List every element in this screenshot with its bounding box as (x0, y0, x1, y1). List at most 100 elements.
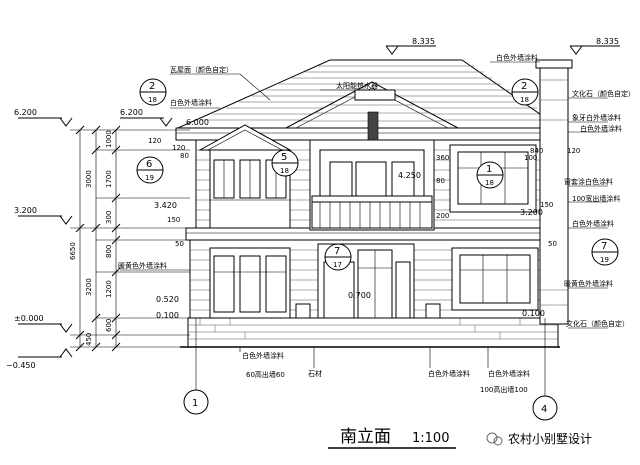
svg-text:6: 6 (146, 159, 152, 170)
axis-1-label: 1 (192, 398, 198, 409)
level-markers-left (18, 117, 173, 358)
left-dim-ticks (75, 125, 121, 352)
callout-2-right: 2 18 (511, 78, 539, 106)
level-0520: 0.520 (156, 295, 179, 304)
note-culture-stone-bottom: 文化石（颜色自定） (566, 319, 629, 328)
drawing-scale: 1:100 (412, 431, 449, 446)
svg-text:19: 19 (145, 174, 154, 182)
dim-80: 80 (436, 177, 445, 185)
chimney-stones (540, 79, 568, 306)
axis-4-label: 4 (541, 404, 547, 415)
stone-plinth (187, 317, 559, 348)
left-gable (198, 124, 292, 151)
vent-pipe (367, 111, 379, 141)
svg-text:17: 17 (333, 261, 342, 269)
callout-7-center: 7 17 (324, 243, 352, 271)
callout-6: 6 19 (136, 156, 164, 184)
svg-text:18: 18 (148, 96, 157, 104)
level-0-left: ±0.000 (14, 314, 44, 323)
callout-1: 1 18 (476, 161, 504, 189)
level-0100-right: 0.100 (522, 309, 545, 318)
level-3420: 3.420 (154, 201, 177, 210)
level-3200-left: 3.200 (14, 206, 37, 215)
dim-360: 360 (436, 154, 449, 162)
ridge-marker-right (569, 45, 620, 55)
left-dimension-lines (70, 129, 190, 348)
dim-600: 600 (105, 319, 113, 332)
svg-text:5: 5 (281, 152, 287, 163)
callout-7-right: 7 19 (591, 238, 619, 266)
level-4250: 4.250 (398, 171, 421, 180)
note-band-100: 100宽出墙涂料 (572, 194, 620, 203)
svg-text:2: 2 (521, 81, 527, 92)
note-white-right-2: 白色外墙涂料 (580, 124, 622, 133)
note-white-right-top: 白色外墙涂料 (496, 53, 538, 62)
dim-100: 100 (524, 154, 537, 162)
level-3200-right: 3.200 (520, 208, 543, 217)
note-white-right-3: 白色外墙涂料 (572, 219, 614, 228)
dim-1700: 1700 (105, 170, 113, 188)
dim-3000: 3000 (85, 170, 93, 188)
note-yellow-right: 暖黄色外墙涂料 (564, 279, 613, 288)
callout-2-left: 2 18 (139, 78, 167, 106)
balusters (319, 202, 421, 228)
axis-bubble-1 (183, 389, 209, 415)
right-lower-window (451, 247, 539, 311)
note-solar: 太阳能热水器 (336, 81, 378, 90)
dim-6650: 6650 (69, 242, 77, 260)
plinth-stone-pattern (188, 318, 558, 340)
dim-150: 150 (167, 216, 180, 224)
solar-heater (354, 89, 396, 101)
dim-50b: 50 (548, 240, 557, 248)
note-yellow-left: 暖黄色外墙涂料 (118, 261, 167, 270)
svg-text:2: 2 (149, 81, 155, 92)
note-culture-stone-top: 文化石（颜色自定） (572, 89, 635, 98)
note-window-sill: 窗套涂白色涂料 (564, 177, 613, 186)
svg-text:7: 7 (601, 241, 607, 252)
note-bottom-band-100: 100高出墙100 (480, 385, 528, 394)
ridge-marker-left (385, 45, 436, 55)
dim-300: 300 (105, 211, 113, 224)
dim-1000: 1000 (105, 130, 113, 148)
svg-text:1: 1 (486, 164, 492, 175)
level-6200-left: 6.200 (14, 108, 37, 117)
svg-text:农村小别墅设计: 农村小别墅设计 (508, 432, 592, 446)
dim-50: 50 (175, 240, 184, 248)
dim-150b: 150 (540, 201, 553, 209)
watermark: 农村小别墅设计 (486, 432, 592, 446)
dim-120b: 120 (172, 144, 185, 152)
svg-text:18: 18 (280, 167, 289, 175)
note-bottom-white-2: 白色外墙涂料 (428, 369, 470, 378)
dim-120: 120 (148, 137, 161, 145)
callout-5: 5 18 (271, 149, 299, 177)
note-bottom-white-1: 白色外墙涂料 (242, 351, 284, 360)
svg-text:7: 7 (334, 246, 340, 257)
chimney (539, 63, 569, 325)
drawing-title: 南立面 (340, 427, 391, 447)
level-8335-right: 8.335 (596, 37, 619, 46)
dim-800: 800 (105, 245, 113, 258)
level-0700: 0.700 (348, 291, 371, 300)
note-roof-tile: 瓦屋面（颜色自定） (170, 65, 233, 74)
note-bottom-white-3: 白色外墙涂料 (488, 369, 530, 378)
axis-bubble-4 (532, 395, 558, 421)
wechat-icon (486, 432, 498, 444)
dim-120r: 120 (567, 147, 580, 155)
note-ivory: 象牙白外墙涂料 (572, 113, 621, 122)
left-bay-lower (209, 247, 291, 319)
svg-text:19: 19 (600, 256, 609, 264)
svg-text:18: 18 (520, 96, 529, 104)
dim-3200: 3200 (85, 278, 93, 296)
balustrade (311, 195, 433, 229)
leader-lines (120, 61, 608, 368)
level-0100: 0.100 (156, 311, 179, 320)
note-bottom-stone: 石材 (308, 369, 322, 378)
note-white-left: 白色外墙涂料 (170, 98, 212, 107)
dim-1200: 1200 (105, 280, 113, 298)
level-8335-left: 8.335 (412, 37, 435, 46)
svg-text:18: 18 (485, 179, 494, 187)
dim-200: 200 (436, 212, 449, 220)
dim-80b: 80 (180, 152, 189, 160)
